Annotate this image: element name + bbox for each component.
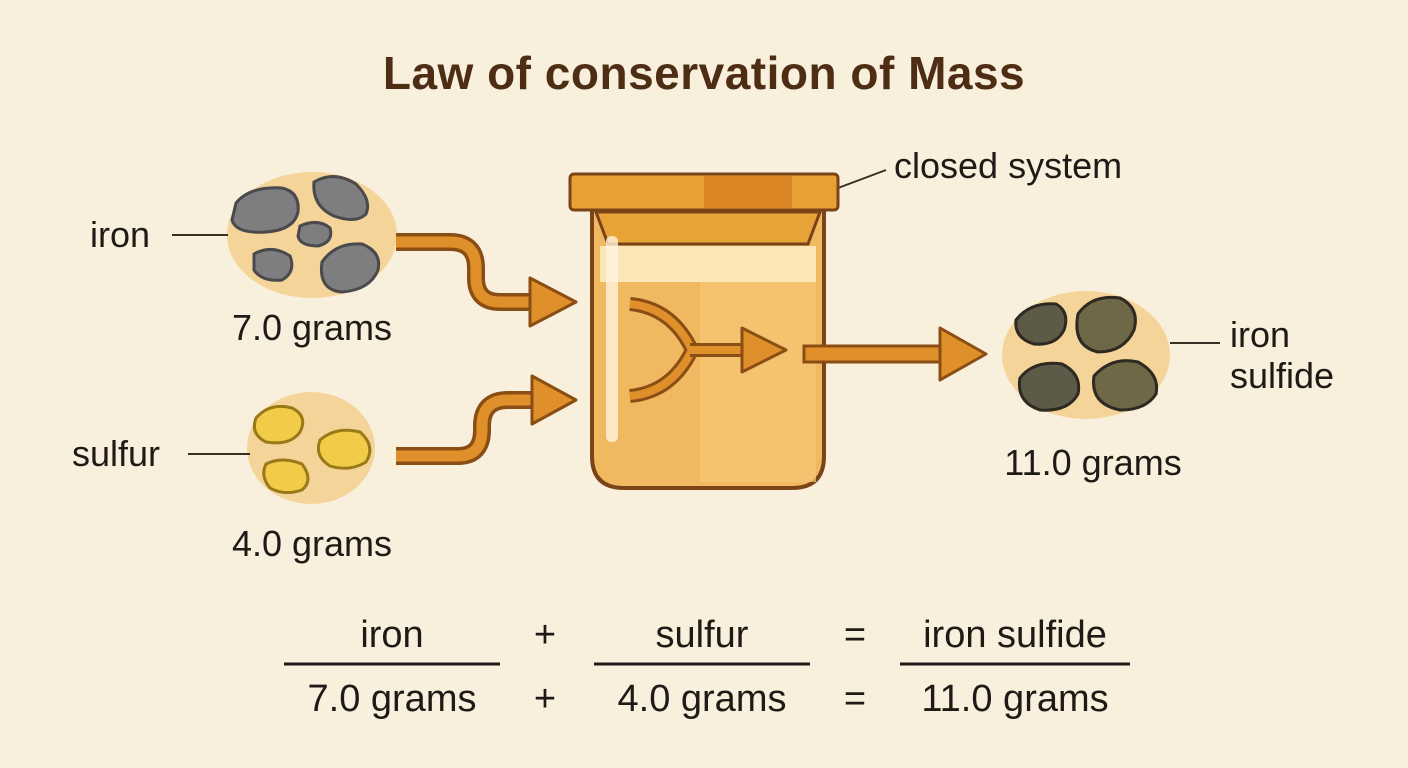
- equation-top-iron-sulfide: iron sulfide: [923, 614, 1107, 656]
- closed-system-label: closed system: [894, 145, 1123, 186]
- product-arrow: [802, 326, 988, 382]
- iron-sulfide-pebble: [1092, 359, 1159, 412]
- mixing-arrow: [629, 297, 788, 403]
- equation-top-sulfur: sulfur: [655, 614, 749, 656]
- sulfur-pebble: [316, 428, 372, 470]
- equation-top-equals: =: [843, 614, 867, 656]
- equation-top-plus: +: [533, 614, 557, 656]
- sulfur-mass: 4.0 grams: [231, 523, 393, 564]
- equation-bottom-equals: =: [843, 678, 867, 720]
- iron-sulfide-mass: 11.0 grams: [1004, 442, 1182, 483]
- equation-bottom-iron-mass: 7.0 grams: [307, 678, 477, 720]
- sulfur-pile: [247, 392, 375, 504]
- iron-label: iron: [90, 214, 151, 255]
- iron-sulfide-label-line1: iron: [1230, 314, 1291, 355]
- equation-top-iron: iron: [360, 614, 424, 656]
- iron-mass: 7.0 grams: [231, 307, 393, 348]
- closed-system-leader-line: [837, 169, 887, 189]
- iron-pebble: [319, 242, 381, 294]
- iron-pile: [227, 172, 397, 298]
- jar-highlight: [606, 236, 618, 442]
- iron-pebble: [252, 248, 294, 282]
- jar-rim: [593, 210, 823, 246]
- closed-jar: [568, 172, 840, 490]
- sulfur-pebble: [252, 404, 305, 445]
- iron-arrow: [396, 233, 578, 328]
- jar-lid-shade: [704, 176, 792, 208]
- equation-bottom-sulfur-mass: 4.0 grams: [617, 678, 787, 720]
- sulfur-label: sulfur: [72, 433, 161, 474]
- page-title: Law of conservation of Mass: [382, 47, 1026, 99]
- iron-sulfide-pebble: [1017, 361, 1081, 412]
- iron-sulfide-pebble: [1075, 295, 1137, 354]
- equation-bottom-plus: +: [533, 678, 557, 720]
- sulfur-pebble: [262, 458, 310, 495]
- iron-pebble: [296, 221, 333, 248]
- jar-headspace: [600, 246, 816, 282]
- iron-sulfide-pebble: [1014, 302, 1068, 346]
- sulfur-arrow: [396, 374, 578, 465]
- iron-sulfide-pile: [1002, 291, 1170, 419]
- iron-pebble: [230, 186, 300, 234]
- iron-pebble: [312, 175, 370, 221]
- equation-bottom-iron-sulfide-mass: 11.0 grams: [921, 678, 1109, 720]
- jar-shading: [700, 282, 816, 482]
- iron-sulfide-label-line2: sulfide: [1230, 355, 1335, 396]
